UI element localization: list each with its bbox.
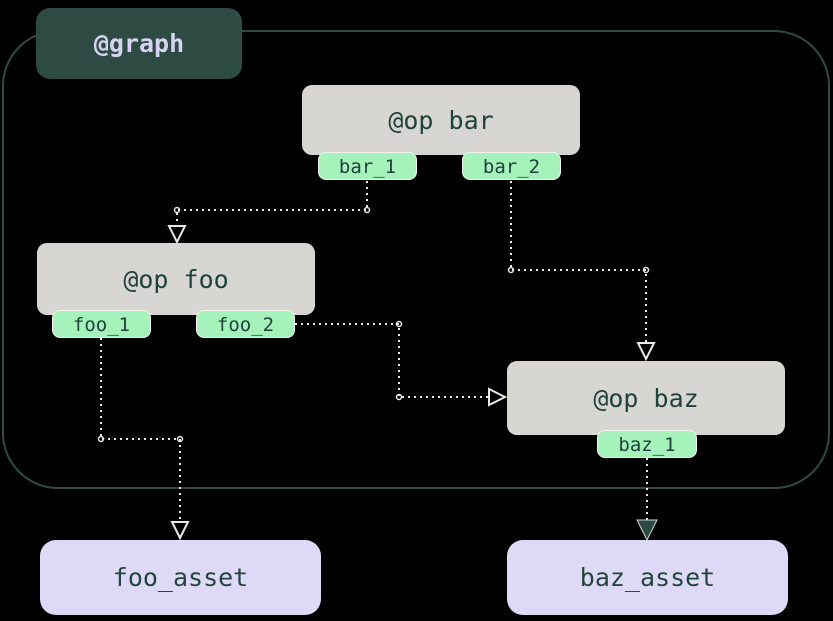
op-title-foo: @op foo	[123, 264, 229, 294]
output-tag-foo-2: foo_2	[196, 310, 295, 338]
graph-boundary	[2, 30, 830, 489]
output-tag-baz-1: baz_1	[597, 430, 697, 458]
asset-label-foo: foo_asset	[112, 563, 249, 592]
arrowhead-into-foo-asset	[170, 521, 190, 541]
op-node-foo[interactable]: @op foo	[37, 243, 315, 315]
graph-label[interactable]: @graph	[36, 8, 242, 79]
output-tag-bar-1: bar_1	[318, 152, 417, 180]
asset-node-foo-asset[interactable]: foo_asset	[40, 540, 321, 615]
asset-label-baz: baz_asset	[579, 563, 716, 592]
asset-node-baz-asset[interactable]: baz_asset	[507, 540, 788, 615]
output-tag-bar-2: bar_2	[462, 152, 561, 180]
op-title-bar: @op bar	[388, 105, 494, 135]
op-node-baz[interactable]: @op baz	[507, 361, 785, 435]
output-tag-foo-1: foo_1	[52, 310, 151, 338]
op-node-bar[interactable]: @op bar	[302, 85, 580, 155]
arrowhead-into-baz-asset	[636, 519, 658, 542]
op-title-baz: @op baz	[593, 383, 699, 413]
